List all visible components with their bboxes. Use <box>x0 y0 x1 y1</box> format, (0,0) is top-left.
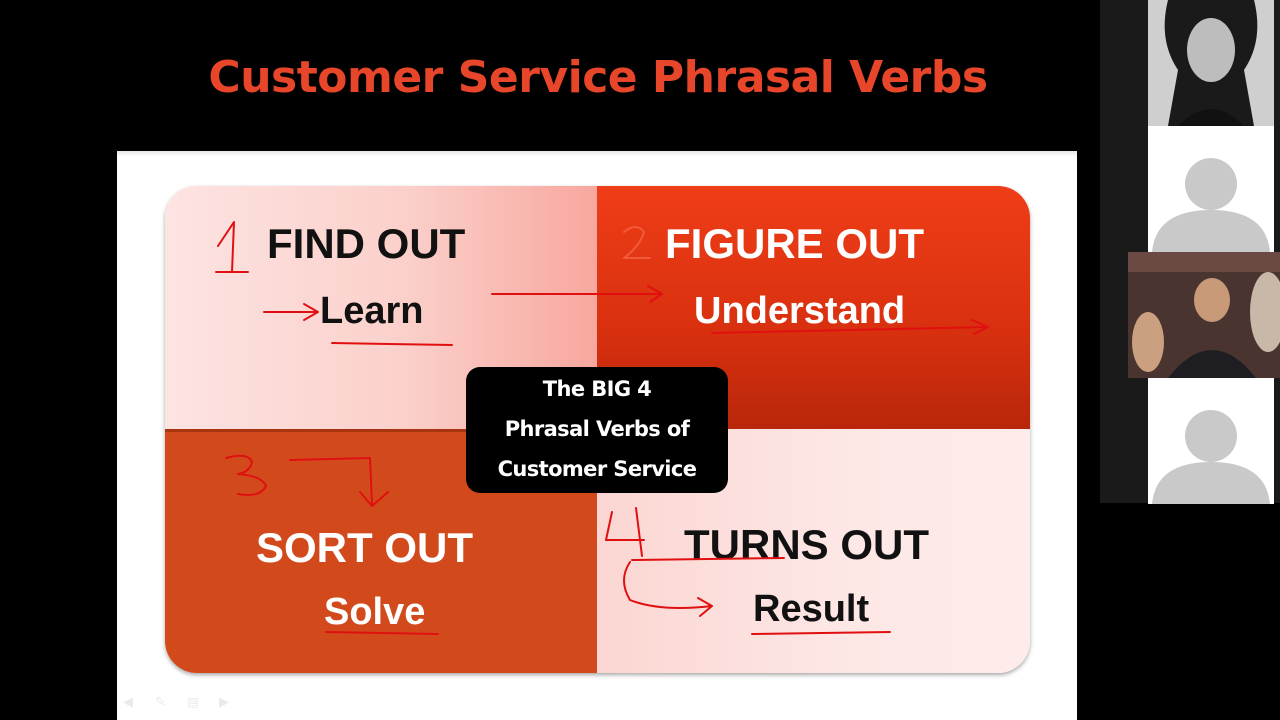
participant-avatar-2[interactable] <box>1148 126 1274 252</box>
participant-video-3[interactable] <box>1128 252 1280 378</box>
slideshow-toolbar[interactable]: ◀ ✎ ▤ ▶ <box>123 694 239 709</box>
avatar-placeholder-icon <box>1152 410 1270 504</box>
pen-icon[interactable]: ✎ <box>155 694 166 709</box>
center-callout: The BIG 4 Phrasal Verbs of Customer Serv… <box>466 367 728 493</box>
meaning-solve: Solve <box>324 591 426 633</box>
verb-sort-out: SORT OUT <box>256 524 473 571</box>
verb-figure-out: FIGURE OUT <box>665 220 924 267</box>
participant-avatar-4[interactable] <box>1148 378 1274 504</box>
verb-find-out: FIND OUT <box>267 220 466 267</box>
slide-title: Customer Service Phrasal Verbs <box>208 52 988 103</box>
meaning-understand: Understand <box>694 290 906 332</box>
center-callout-line-2: Phrasal Verbs of <box>504 417 690 441</box>
avatar-placeholder-icon <box>1152 158 1270 252</box>
person-video-icon <box>1128 252 1280 378</box>
verb-turns-out: TURNS OUT <box>684 521 929 568</box>
center-callout-line-3: Customer Service <box>497 457 697 481</box>
meaning-learn: Learn <box>320 290 424 332</box>
person-video-icon <box>1148 0 1274 126</box>
previous-icon[interactable]: ◀ <box>123 694 133 709</box>
next-icon[interactable]: ▶ <box>219 694 229 709</box>
participant-video-1[interactable] <box>1148 0 1274 126</box>
menu-icon[interactable]: ▤ <box>187 694 200 709</box>
meaning-result: Result <box>753 588 870 630</box>
center-callout-line-1: The BIG 4 <box>542 377 652 401</box>
